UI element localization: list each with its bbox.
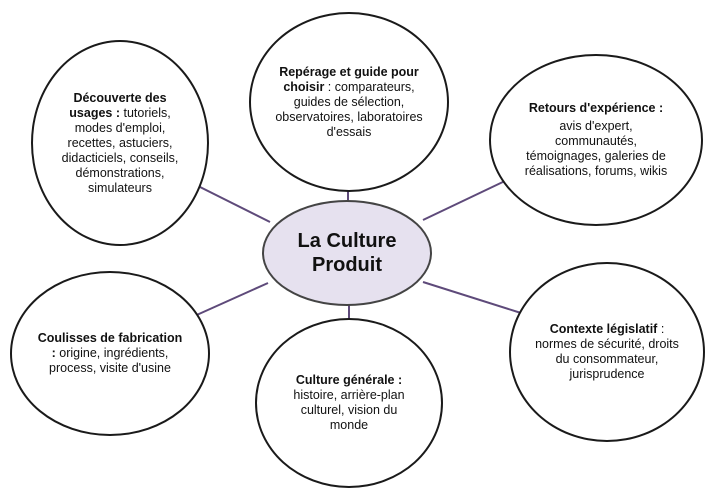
node-decouverte-body: tutoriels, modes d'emploi, recettes, ast… (61, 105, 179, 195)
node-reperage-body: : comparateurs, guides de sélection, obs… (275, 79, 423, 139)
connector-retours (422, 179, 508, 221)
node-decouverte-heading: Découverte des usages : (69, 90, 167, 120)
node-coulisses: Coulisses de fabrication : origine, ingr… (10, 271, 210, 436)
node-culture-generale-heading: Culture générale : (295, 373, 403, 387)
center-title-line1: La Culture (297, 230, 397, 252)
node-contexte-heading: Contexte législatif (549, 322, 658, 336)
node-culture-generale: Culture générale :histoire, arrière-plan… (255, 318, 443, 488)
node-coulisses-heading: Coulisses de fabrication : (37, 331, 183, 360)
node-decouverte: Découverte des usages : tutoriels, modes… (31, 40, 209, 246)
node-retours-body: avis d'expert, communautés, témoignages,… (524, 119, 668, 178)
node-retours-heading: Retours d'expérience : (528, 101, 664, 115)
node-contexte-body: : normes de sécurité, droits du consomma… (535, 322, 679, 381)
node-reperage: Repérage et guide pour choisir : compara… (249, 12, 449, 192)
node-retours: Retours d'expérience : avis d'expert, com… (489, 54, 703, 226)
connector-contexte (422, 281, 522, 314)
node-culture-generale-body: histoire, arrière-plan culturel, vision … (293, 388, 405, 432)
node-reperage-heading: Repérage et guide pour choisir (279, 64, 419, 94)
center-node: La Culture Produit (262, 200, 432, 306)
node-contexte: Contexte législatif : normes de sécurité… (509, 262, 705, 442)
connector-coulisses (189, 282, 269, 319)
node-coulisses-body: origine, ingrédients, process, visite d'… (49, 346, 171, 375)
center-title-line2: Produit (312, 254, 382, 276)
